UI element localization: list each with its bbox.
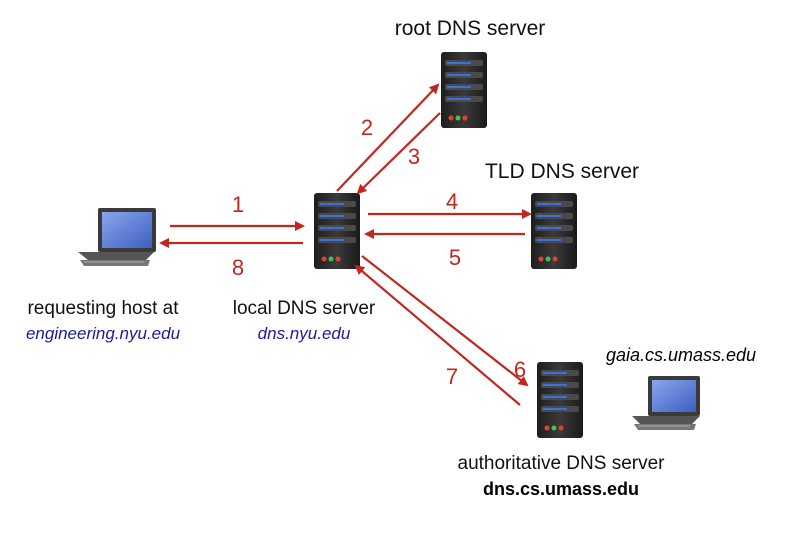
step-label: 1 — [231, 192, 245, 217]
desktop-computer-icon — [78, 208, 156, 266]
step-label: 5 — [448, 245, 462, 270]
step-label: 2 — [360, 115, 374, 140]
root-server-title: root DNS server — [394, 17, 546, 40]
step-label: 8 — [231, 255, 245, 280]
step-label: 7 — [445, 364, 459, 389]
server-icon — [537, 362, 583, 438]
local-server-subtitle: dns.nyu.edu — [257, 324, 351, 343]
authoritative-server-title: authoritative DNS server — [457, 453, 665, 474]
server-icon — [441, 52, 487, 128]
arrow-step-2 — [336, 83, 440, 192]
target-host-title: gaia.cs.umass.edu — [605, 345, 757, 365]
desktop-computer-icon — [632, 376, 700, 430]
server-icon — [314, 193, 360, 269]
step-label: 6 — [513, 357, 527, 382]
authoritative-server-subtitle: dns.cs.umass.edu — [482, 479, 640, 499]
arrow-step-3 — [356, 112, 441, 195]
arrow-step-6 — [361, 255, 529, 387]
tld-server-title: TLD DNS server — [484, 160, 640, 183]
arrow-step-7 — [354, 264, 521, 406]
requesting-host-title: requesting host at — [27, 298, 179, 319]
requesting-host-subtitle: engineering.nyu.edu — [25, 324, 181, 343]
arrows — [159, 83, 532, 406]
local-server-title: local DNS server — [232, 298, 376, 319]
step-label: 3 — [407, 144, 421, 169]
server-icon — [531, 193, 577, 269]
step-label: 4 — [445, 189, 459, 214]
